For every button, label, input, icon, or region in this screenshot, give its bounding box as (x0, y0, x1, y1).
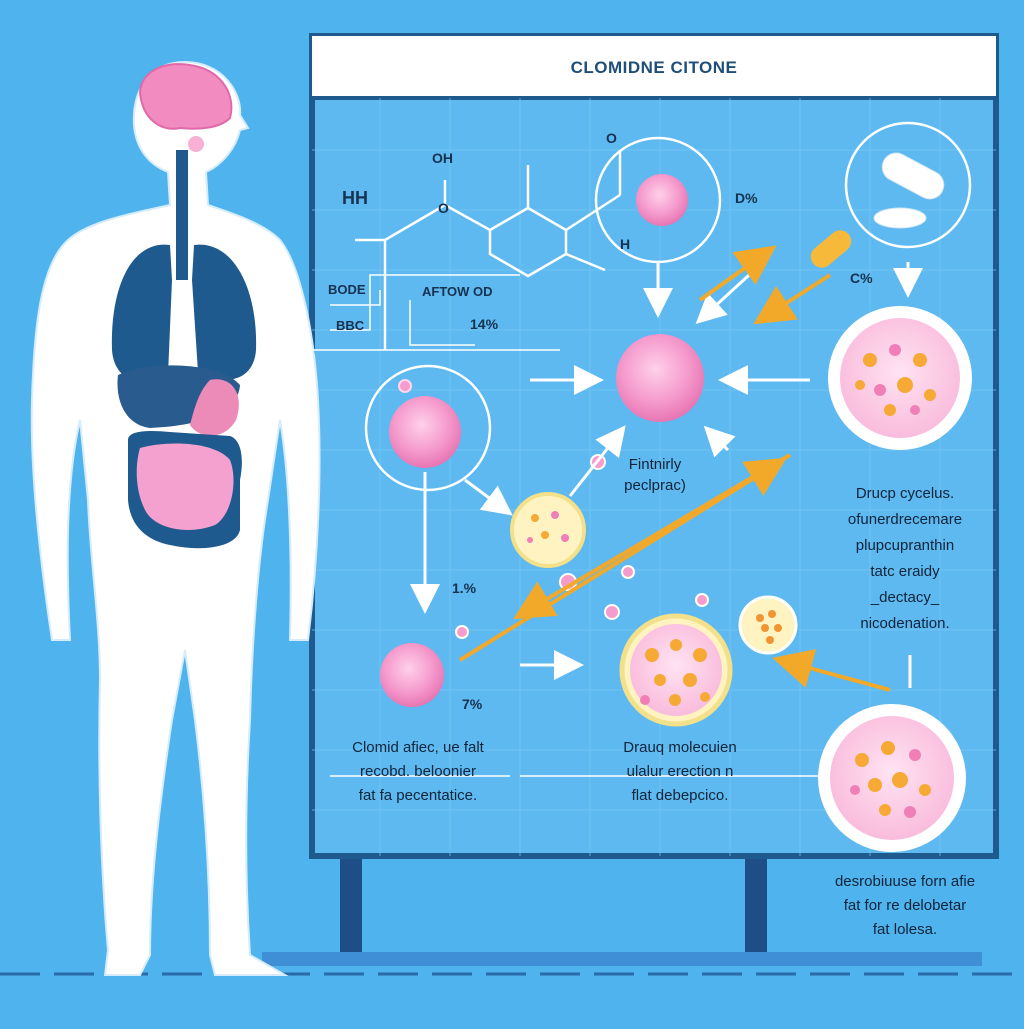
label-bode: BODE (328, 282, 366, 297)
dish-bottom-right (830, 716, 954, 840)
label-pct-7: 7% (462, 696, 483, 712)
molecule-oh: OH (432, 150, 453, 166)
molecule-o-top: O (606, 130, 617, 146)
board-leg-left (340, 850, 362, 958)
bottom-mid-text-2: flat debepcico. (631, 787, 729, 804)
dish-right (840, 318, 960, 438)
dish-bottom-dots (640, 639, 710, 706)
trachea (176, 150, 188, 280)
cell-center (616, 334, 704, 422)
right-text-5: nicodenation. (860, 615, 950, 632)
board-base (262, 952, 982, 966)
cell-top (636, 174, 688, 226)
outside-text-2: fat lolesa. (872, 921, 938, 938)
molecule-o-left: O (438, 200, 449, 216)
bottom-left-text-1: recobd. beloonier (360, 763, 476, 780)
label-bbc: BBC (336, 318, 365, 333)
outside-text-1: fat for re delobetar (843, 897, 967, 914)
right-text-2: plupcupranthin (855, 537, 955, 554)
dish-bottom-inner (630, 624, 722, 716)
cell-left (389, 396, 461, 468)
dish-small-dots (527, 511, 569, 543)
intestines (136, 443, 234, 530)
small-particle (398, 379, 412, 393)
dish-bottom-right-dots (850, 741, 931, 818)
right-text-0: Drucp cycelus. (855, 485, 955, 502)
orange-capsule (810, 230, 852, 268)
label-pct-c: C% (850, 270, 873, 286)
board-leg-right (745, 850, 767, 958)
bubble-textured (738, 595, 798, 655)
bottom-left-text-2: fat fa pecentatice. (358, 787, 478, 804)
mid-label-2: peclprac) (624, 477, 686, 494)
dish-small (510, 492, 586, 568)
bottom-mid-text-1: ulalur erection n (626, 763, 734, 780)
bottom-mid-text-0: Drauq molecuien (623, 739, 737, 756)
pill-capsule (881, 152, 945, 200)
outside-text-0: desrobiuuse forn afie (834, 873, 976, 890)
molecule-h: H (620, 236, 631, 252)
label-pct-1: 1.% (452, 580, 477, 596)
bottom-left-text-0: Clomid afiec, ue falt (352, 739, 484, 756)
molecule-structure (355, 150, 622, 350)
stomach (190, 379, 239, 436)
pituitary (188, 136, 204, 152)
right-text-1: ofunerdrecemare (847, 511, 963, 528)
mid-label-1: Fintnirly (628, 456, 682, 473)
cell-bottom (380, 643, 444, 707)
label-brackets (330, 274, 520, 346)
board-header (312, 36, 996, 98)
molecule-hh: HH (342, 188, 368, 208)
brain (138, 63, 233, 130)
label-pct-14: 14% (470, 316, 499, 332)
label-after: AFTOW OD (422, 284, 493, 299)
lung-right (192, 244, 257, 380)
white-arrows (410, 262, 923, 688)
orange-arrows (458, 245, 891, 692)
right-text-4: _dectacy_ (870, 589, 940, 606)
board-title: CLOMIDNE CITONE (570, 58, 738, 77)
label-pct-top: D% (735, 190, 758, 206)
pill-tablet (873, 207, 927, 229)
dish-right-dots (855, 344, 936, 416)
lung-left (111, 244, 172, 382)
left-circle (364, 364, 492, 492)
right-text-3: tatc eraidy (870, 563, 940, 580)
pill-circle (844, 121, 972, 249)
bubble-textured-dots (756, 610, 782, 644)
